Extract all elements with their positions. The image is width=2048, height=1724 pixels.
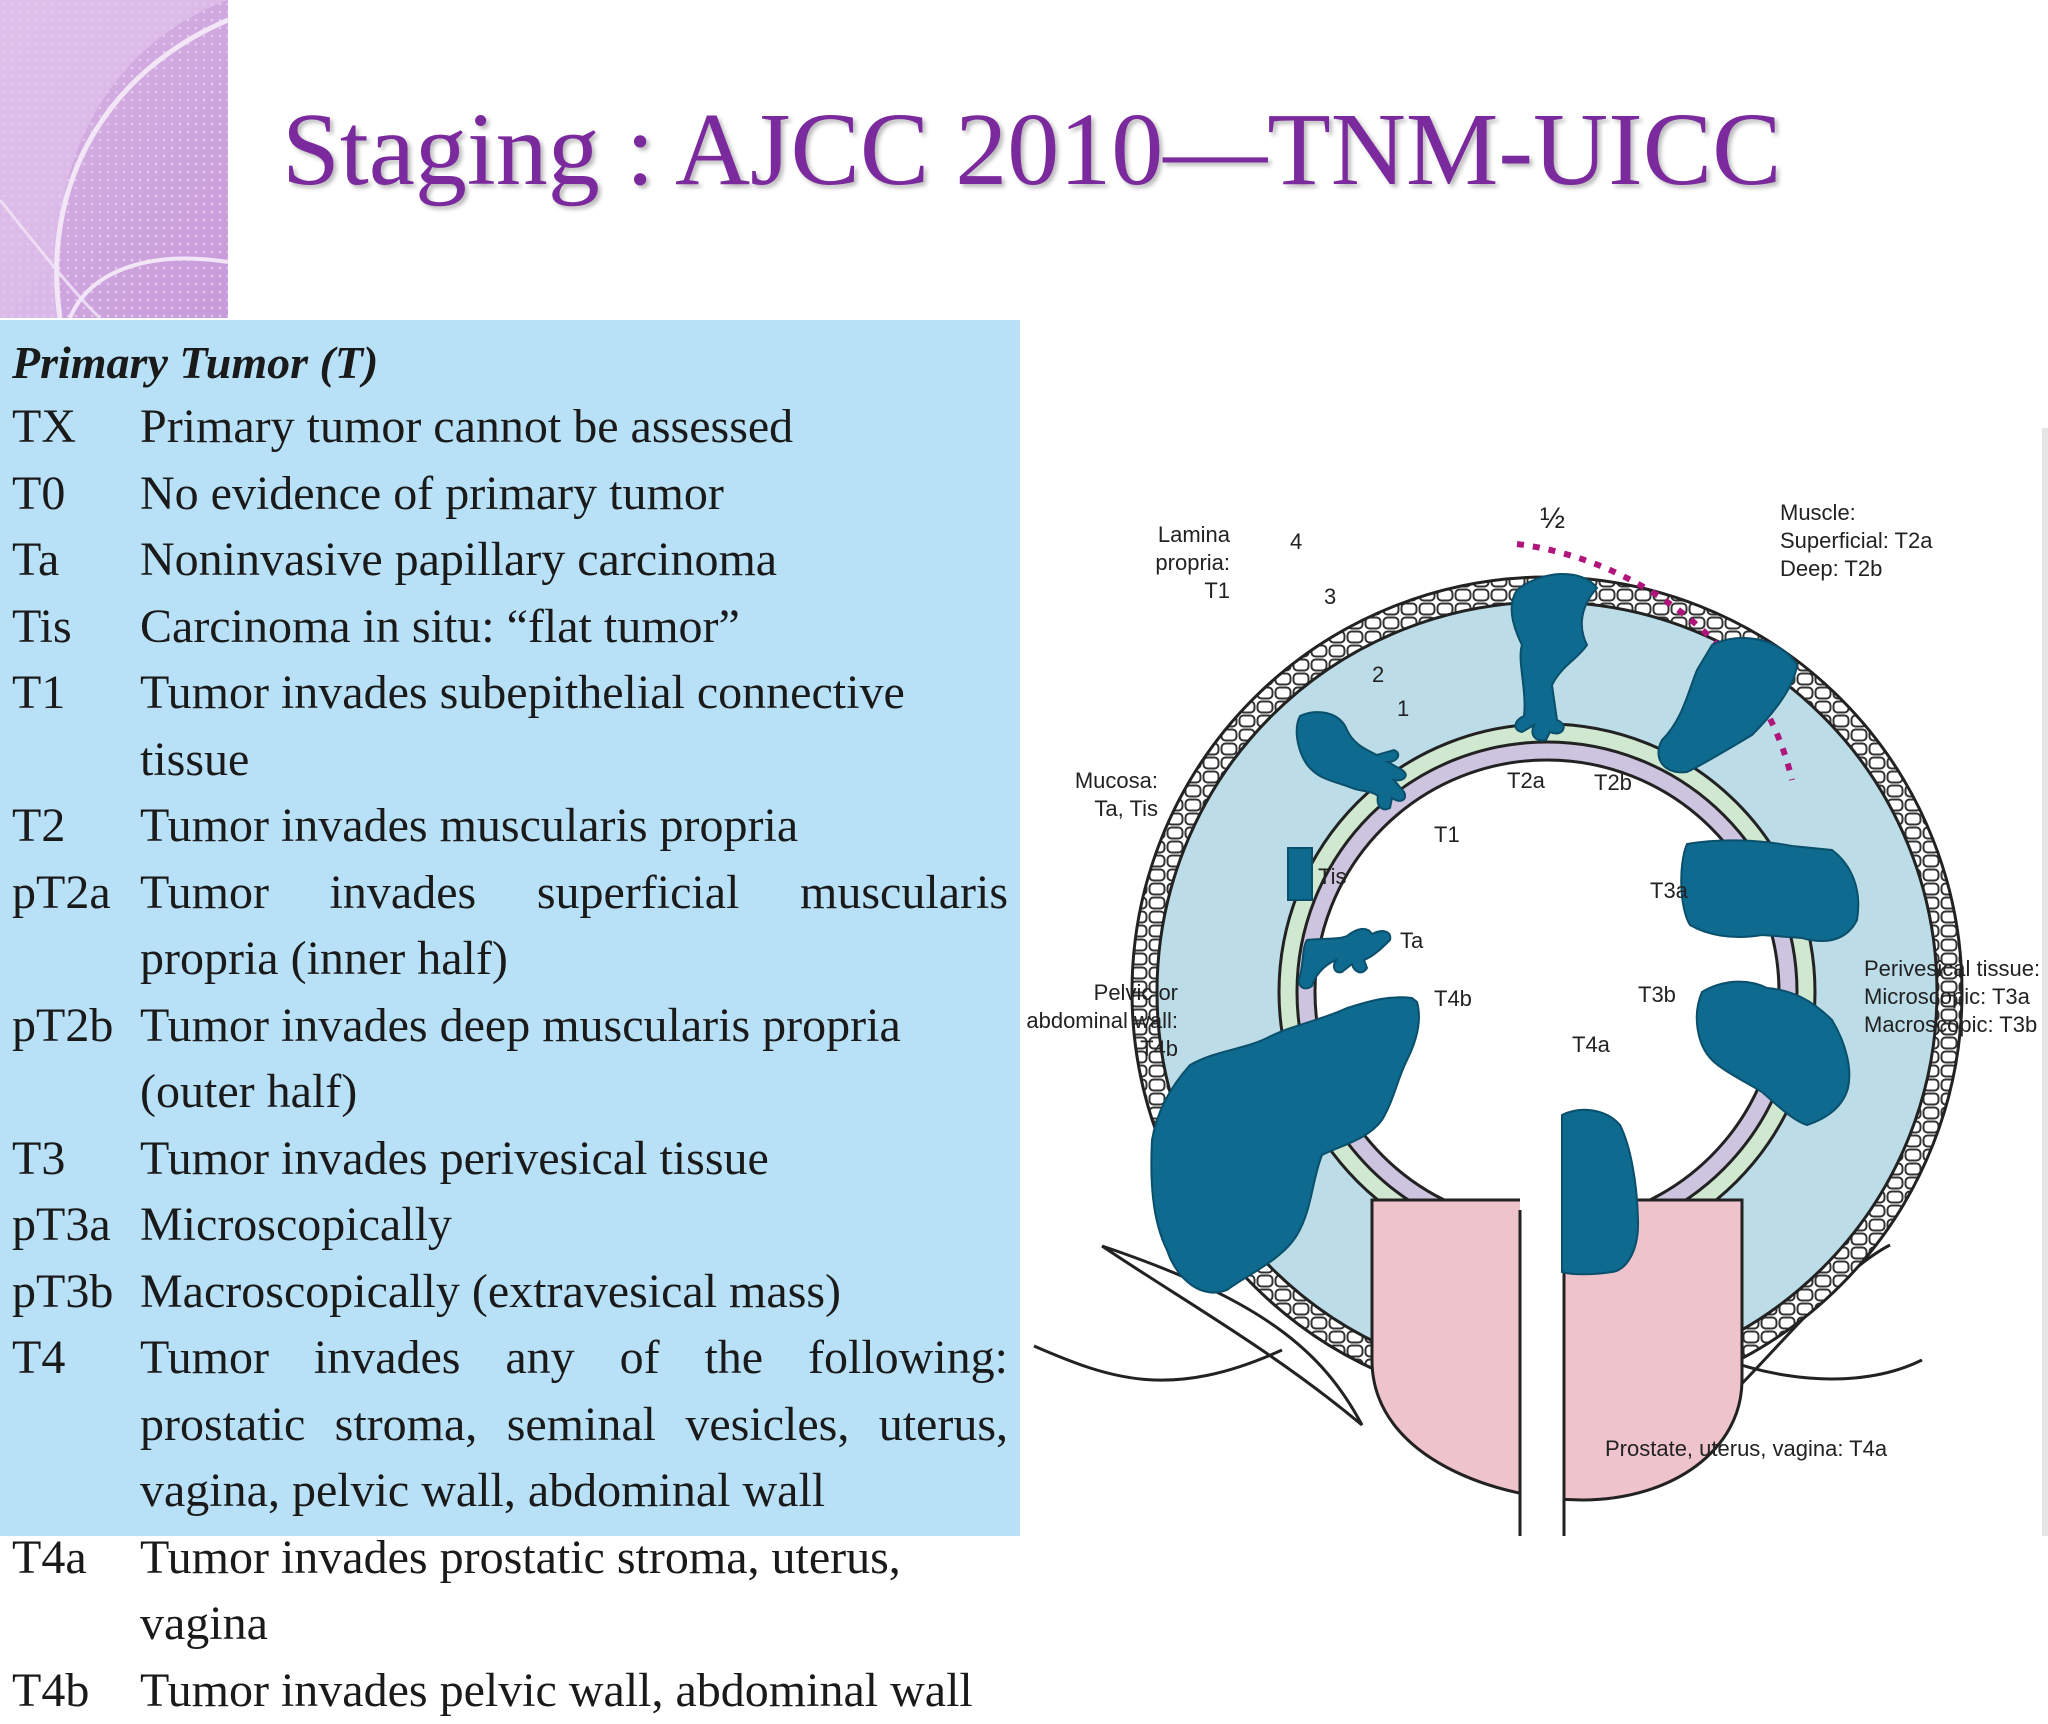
tumor-tis <box>1288 848 1312 900</box>
label-prostate: Prostate, uterus, vagina: T4a <box>1605 1436 1888 1461</box>
label-t2a: T2a <box>1507 768 1546 793</box>
tnm-table: Primary Tumor (T) TX Primary tumor canno… <box>0 320 1020 1536</box>
row-code: T4a <box>12 1525 140 1658</box>
row-code: T3 <box>12 1126 140 1193</box>
row-code: T0 <box>12 461 140 528</box>
row-code: pT2b <box>12 993 140 1126</box>
table-row: pT3a Microscopically <box>12 1192 1020 1259</box>
label-muscle-2: Superficial: T2a <box>1780 528 1933 553</box>
row-code: T4 <box>12 1325 140 1525</box>
table-row: Ta Noninvasive papillary carcinoma <box>12 527 1020 594</box>
row-desc: Tumor invades deep muscularis propria (o… <box>140 993 1008 1126</box>
table-heading: Primary Tumor (T) <box>12 332 1020 394</box>
row-code: pT2a <box>12 860 140 993</box>
row-desc: Microscopically <box>140 1192 1008 1259</box>
table-row: Tis Carcinoma in situ: “flat tumor” <box>12 594 1020 661</box>
label-tis: Tis <box>1318 864 1347 889</box>
label-lamina-1: Lamina <box>1158 522 1231 547</box>
table-row: TX Primary tumor cannot be assessed <box>12 394 1020 461</box>
label-pelvic-3: T4b <box>1140 1036 1178 1061</box>
layer-number-3: 3 <box>1324 584 1336 609</box>
label-lamina-2: propria: <box>1155 550 1230 575</box>
bladder-staging-diagram: 4 3 2 1 ½ T1 T2a T2b Tis Ta T3a T3b T4a … <box>1022 420 2048 1536</box>
label-t4b: T4b <box>1434 986 1472 1011</box>
row-code: T2 <box>12 793 140 860</box>
panel-edge <box>2042 428 2048 1536</box>
label-t3b: T3b <box>1638 982 1676 1007</box>
row-desc: Noninvasive papillary carcinoma <box>140 527 1008 594</box>
row-desc: No evidence of primary tumor <box>140 461 1008 528</box>
row-desc: Tumor invades superficial muscularis pro… <box>140 860 1008 993</box>
layer-number-2: 2 <box>1372 662 1384 687</box>
row-code: T1 <box>12 660 140 793</box>
row-code: pT3b <box>12 1259 140 1326</box>
row-code: Ta <box>12 527 140 594</box>
label-perivesical-1: Perivesical tissue: <box>1864 956 2040 981</box>
row-desc: Tumor invades subepithelial connective t… <box>140 660 1008 793</box>
row-desc: Primary tumor cannot be assessed <box>140 394 1008 461</box>
slide-title: Staging : AJCC 2010—TNM-UICC <box>282 98 1781 202</box>
table-row: T4b Tumor invades pelvic wall, abdominal… <box>12 1658 1020 1724</box>
row-desc: Macroscopically (extravesical mass) <box>140 1259 1008 1326</box>
table-row: pT2a Tumor invades superficial musculari… <box>12 860 1020 993</box>
layer-number-4: 4 <box>1290 529 1302 554</box>
label-pelvic-1: Pelvic or <box>1094 980 1178 1005</box>
label-t2b: T2b <box>1594 770 1632 795</box>
row-code: T4b <box>12 1658 140 1724</box>
row-desc: Tumor invades pelvic wall, abdominal wal… <box>140 1658 1008 1724</box>
label-ta: Ta <box>1400 928 1424 953</box>
row-desc: Tumor invades muscularis propria <box>140 793 1008 860</box>
label-muscle-3: Deep: T2b <box>1780 556 1882 581</box>
table-row: T4 Tumor invades any of the following: p… <box>12 1325 1020 1525</box>
row-desc: Carcinoma in situ: “flat tumor” <box>140 594 1008 661</box>
row-desc: Tumor invades perivesical tissue <box>140 1126 1008 1193</box>
layer-number-1: 1 <box>1397 696 1409 721</box>
label-pelvic-2: abdominal wall: <box>1026 1008 1178 1033</box>
label-lamina-3: T1 <box>1204 578 1230 603</box>
row-desc: Tumor invades prostatic stroma, uterus, … <box>140 1525 1008 1658</box>
layer-number-half: ½ <box>1540 502 1565 535</box>
row-code: pT3a <box>12 1192 140 1259</box>
label-muscle-1: Muscle: <box>1780 500 1856 525</box>
label-t3a: T3a <box>1650 878 1689 903</box>
pelvic-floor-left-lower <box>1034 1346 1282 1380</box>
label-mucosa-2: Ta, Tis <box>1094 796 1158 821</box>
row-desc: Tumor invades any of the following: pros… <box>140 1325 1008 1525</box>
label-t4a: T4a <box>1572 1032 1611 1057</box>
table-row: T2 Tumor invades muscularis propria <box>12 793 1020 860</box>
table-row: T1 Tumor invades subepithelial connectiv… <box>12 660 1020 793</box>
table-row: pT3b Macroscopically (extravesical mass) <box>12 1259 1020 1326</box>
label-perivesical-2: Microscopic: T3a <box>1864 984 2031 1009</box>
table-row: T4a Tumor invades prostatic stroma, uter… <box>12 1525 1020 1658</box>
row-code: Tis <box>12 594 140 661</box>
table-row: T0 No evidence of primary tumor <box>12 461 1020 528</box>
tumor-t3a <box>1681 840 1858 941</box>
urethra-channel <box>1520 1196 1564 1536</box>
label-mucosa-1: Mucosa: <box>1075 768 1158 793</box>
row-code: TX <box>12 394 140 461</box>
corner-decoration <box>0 0 228 318</box>
table-row: T3 Tumor invades perivesical tissue <box>12 1126 1020 1193</box>
label-t1: T1 <box>1434 822 1460 847</box>
table-row: pT2b Tumor invades deep muscularis propr… <box>12 993 1020 1126</box>
label-perivesical-3: Macroscopic: T3b <box>1864 1012 2037 1037</box>
